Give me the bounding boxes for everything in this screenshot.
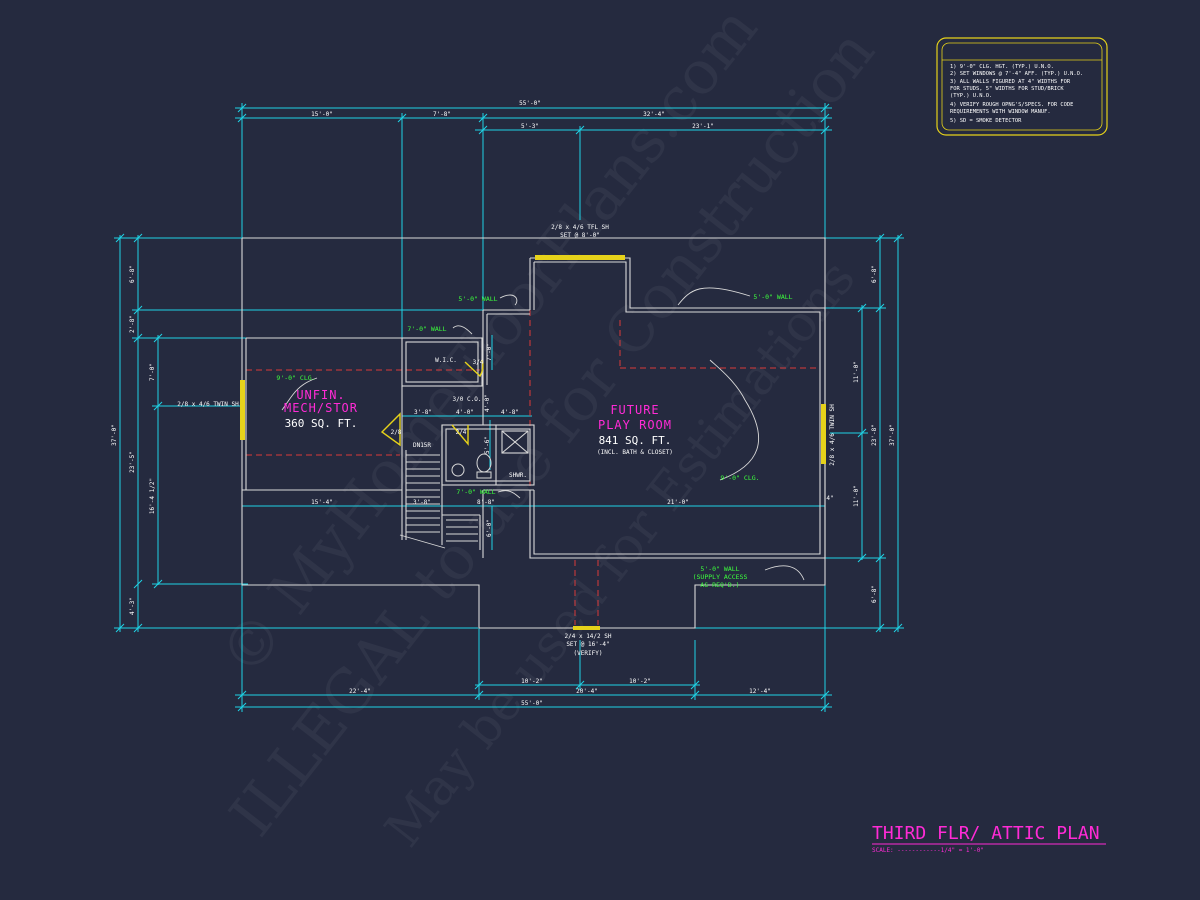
dim-int-3-8: 3'-8"	[414, 409, 432, 416]
dim-right-inner-2: 11'-0"	[853, 485, 860, 507]
note-2: 2) SET WINDOWS @ 7'-4" AFF. (TYP.) U.N.O…	[950, 71, 1083, 77]
window-bottom-label-1: 2/4 x 14/2 SH	[565, 633, 612, 640]
dimension-lines	[114, 103, 904, 712]
dim-int-6-0v: 6'-0"	[486, 519, 493, 537]
window-right	[821, 404, 826, 464]
mech-room-label-1: UNFIN.	[296, 388, 345, 402]
play-room-note: (INCL. BATH & CLOSET)	[597, 449, 673, 456]
window-bottom-label-2: SET @ 16'-4"	[566, 641, 609, 648]
note-1: 1) 9'-0" CLG. HGT. (TYP.) U.N.O.	[950, 64, 1054, 70]
window-left-label: 2/8 x 4/6 TWIN SH	[177, 401, 239, 408]
door-3-4-label: 3/4	[473, 359, 484, 366]
dim-bottom-5: 12'-4"	[749, 688, 771, 695]
door-2-8-label: 2/8	[391, 429, 402, 436]
wall-note-5ft-right: 5'-0" WALL	[753, 293, 792, 301]
window-top	[535, 255, 625, 260]
note-5: (TYP.) U.N.O.	[950, 93, 992, 99]
wall-notes: 5'-0" WALL 5'-0" WALL 7'-0" WALL 7'-0" W…	[276, 287, 805, 589]
dim-top-3: 32'-4"	[643, 111, 665, 118]
wall-note-7ft-b: 7'-0" WALL	[456, 488, 495, 496]
mech-room-label-2: MECH/STOR	[284, 401, 358, 415]
ceiling-note-right: 9'-0" CLG.	[720, 474, 759, 482]
play-room-label-1: FUTURE	[610, 403, 659, 417]
dim-int-5-6v: 5'-6"	[484, 436, 491, 454]
window-left	[240, 380, 245, 440]
note-8: 5) SD = SMOKE DETECTOR	[950, 118, 1022, 124]
wic-label: W.I.C.	[435, 357, 457, 364]
dim-bottom-1: 10'-2"	[521, 678, 543, 685]
window-bottom-label-3: (VERIFY)	[574, 650, 603, 657]
plan-scale: SCALE: ------------1/4" = 1'-0"	[872, 847, 984, 854]
watermark-line-2: ILLEGAL to use for Construction	[217, 17, 889, 849]
title-block: THIRD FLR/ ATTIC PLAN SCALE: -----------…	[872, 823, 1106, 854]
note-6: 4) VERIFY ROUGH OPNG'S/SPECS. FOR CODE	[950, 102, 1073, 108]
dim-bottom-2: 20'-4"	[576, 688, 598, 695]
play-room-area: 841 SQ. FT.	[599, 434, 672, 447]
window-right-label: 2/8 x 4/6 TWIN SH	[829, 404, 836, 466]
dim-right-seg-1: 6'-8"	[871, 265, 878, 283]
window-labels: 2/8 x 4/6 TFL SH SET @ 8'-0" 2/8 x 4/6 T…	[177, 224, 836, 657]
window-top-label-2: SET @ 8'-0"	[560, 232, 600, 239]
door-3-0-co-label: 3/0 C.O.	[453, 396, 482, 403]
dim-left-seg-2: 2'-8"	[129, 315, 136, 333]
wall-note-7ft-a: 7'-0" WALL	[407, 325, 446, 333]
note-3: 3) ALL WALLS FIGURED AT 4" WIDTHS FOR	[950, 79, 1071, 85]
dim-bottom-4: 22'-4"	[349, 688, 371, 695]
door-2-4-label: 2/4	[456, 429, 467, 436]
general-notes-box: 1) 9'-0" CLG. HGT. (TYP.) U.N.O. 2) SET …	[936, 37, 1108, 136]
doors	[380, 359, 484, 447]
walls	[241, 237, 826, 629]
mech-room-area: 360 SQ. FT.	[285, 417, 358, 430]
bath-fixtures	[451, 453, 492, 479]
dim-bottom-overall: 55'-0"	[521, 700, 543, 707]
dim-top-overall: 55'-0"	[519, 100, 541, 107]
wall-note-5ft-bottom-2: (SUPPLY ACCESS	[693, 573, 748, 581]
dim-right-seg-3: 6'-8"	[871, 585, 878, 603]
plan-title: THIRD FLR/ ATTIC PLAN	[872, 823, 1100, 844]
dimension-text: 55'-0" 15'-0" 7'-8" 32'-4" 5'-3" 23'-1" …	[111, 100, 896, 707]
dim-int-4-0: 4'-0"	[456, 409, 474, 416]
wall-note-5ft-bottom-3: AS REQ'D.)	[700, 581, 739, 589]
window-bottom	[573, 626, 600, 630]
dim-int-21-0: 21'-0"	[667, 499, 689, 506]
note-7: REQUIREMENTS WITH WINDOW MANUF.	[950, 109, 1051, 115]
dim-int-15-4: 15'-4"	[311, 499, 333, 506]
dim-int-4-0v: 4'-0"	[484, 394, 491, 412]
room-labels: UNFIN. MECH/STOR 360 SQ. FT. FUTURE PLAY…	[284, 357, 673, 479]
stair	[399, 454, 478, 549]
ceiling-note-left: 9'-0" CLG.	[276, 374, 315, 382]
dim-int-4: 4"	[826, 495, 833, 502]
wall-note-5ft-bottom-1: 5'-0" WALL	[700, 565, 739, 573]
dim-top-2: 7'-8"	[433, 111, 451, 118]
dim-right-outer: 37'-0"	[889, 424, 896, 446]
dim-int-8-8: 8'-8"	[477, 499, 495, 506]
shower-label: SHWR.	[509, 472, 527, 479]
play-room-label-2: PLAY ROOM	[598, 418, 672, 432]
stair-label: DN15R	[413, 442, 431, 449]
note-4: FOR STUDS, 5" WIDTHS FOR STUD/BRICK	[950, 86, 1064, 92]
dim-left-inner-1: 7'-0"	[149, 363, 156, 381]
window-top-label-1: 2/8 x 4/6 TFL SH	[551, 224, 609, 231]
dim-top-1: 15'-0"	[311, 111, 333, 118]
dim-right-inner-1: 11'-0"	[853, 361, 860, 383]
dim-left-seg-3: 23'-5"	[129, 451, 136, 473]
dim-left-seg-4: 4'-3"	[129, 597, 136, 615]
dim-int-7-0v: 7'-0"	[486, 343, 493, 361]
dim-left-inner-2: 16'-4 1/2"	[149, 478, 156, 514]
dim-bottom-3: 10'-2"	[629, 678, 651, 685]
dim-left-outer: 37'-0"	[111, 424, 118, 446]
windows	[240, 255, 826, 630]
dim-top-4: 5'-3"	[521, 123, 539, 130]
wall-note-5ft-left: 5'-0" WALL	[458, 295, 497, 303]
dim-right-seg-2: 23'-8"	[871, 424, 878, 446]
dim-top-5: 23'-1"	[692, 123, 714, 130]
dim-left-seg-1: 6'-8"	[129, 265, 136, 283]
dim-int-4-8: 4'-8"	[501, 409, 519, 416]
dim-int-3-8b: 3'-8"	[413, 499, 431, 506]
